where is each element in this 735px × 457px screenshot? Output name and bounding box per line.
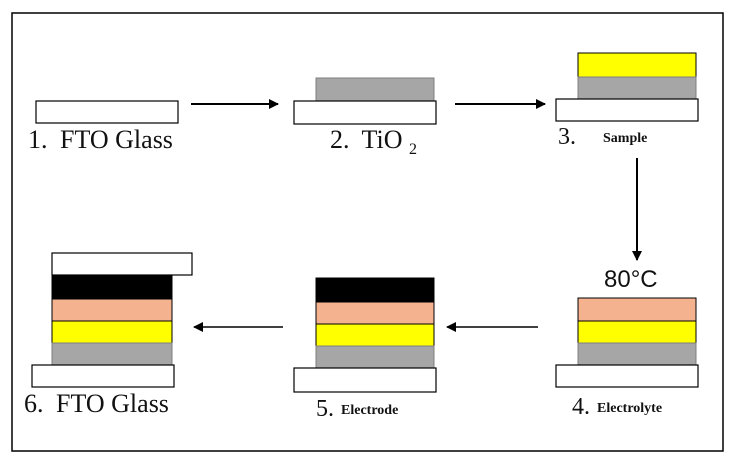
step-3-sample: 3. Sample	[555, 52, 699, 150]
step-5-text: Electrode	[341, 403, 398, 418]
tio2-layer	[577, 76, 697, 100]
tio2-layer	[315, 77, 435, 102]
step-1-text: FTO Glass	[60, 125, 173, 154]
step-4-number: 4.	[572, 394, 590, 420]
tio2-layer	[51, 342, 173, 366]
step-4-electrolyte: 4. Electrolyte	[555, 297, 699, 420]
step-6-number: 6.	[24, 389, 44, 418]
sample-layer	[577, 320, 697, 344]
fto-glass-layer	[35, 100, 179, 124]
top-fto-glass-layer	[51, 252, 193, 276]
step-1-label: 1. FTO Glass	[28, 125, 173, 154]
step-6-fto-glass: 6. FTO Glass	[24, 252, 193, 418]
step-4-text: Electrolyte	[597, 401, 662, 416]
fto-glass-layer	[555, 98, 699, 122]
step-2-subscript: 2	[409, 141, 417, 158]
tio2-layer	[315, 345, 435, 369]
step-6-text: FTO Glass	[56, 389, 169, 418]
electrolyte-layer	[577, 297, 697, 322]
sample-layer	[51, 320, 173, 344]
step-5-number: 5.	[316, 396, 334, 422]
fto-glass-layer	[293, 367, 437, 393]
electrode-layer	[51, 274, 173, 300]
sample-layer	[315, 323, 435, 347]
temperature-label: 80°C	[604, 266, 658, 293]
electrolyte-layer	[315, 301, 435, 325]
step-6-label: 6. FTO Glass	[24, 389, 169, 418]
step-2-text: TiO	[362, 125, 403, 154]
fto-glass-layer	[293, 100, 437, 125]
step-2-tio2: 2. TiO 2	[293, 77, 437, 158]
step-1-number: 1.	[28, 125, 48, 154]
tio2-layer	[577, 342, 697, 366]
bottom-fto-glass-layer	[31, 364, 175, 388]
step-1-fto-glass: 1. FTO Glass	[28, 100, 179, 154]
electrolyte-layer	[51, 298, 173, 322]
step-3-number: 3.	[558, 124, 576, 150]
step-5-electrode: 5. Electrode	[293, 277, 437, 422]
step-3-text: Sample	[603, 131, 647, 146]
step-2-label: 2. TiO 2	[330, 125, 417, 158]
step-2-number: 2.	[330, 125, 350, 154]
fto-glass-layer	[555, 364, 699, 388]
sample-layer	[577, 52, 697, 78]
electrode-layer	[315, 277, 435, 303]
